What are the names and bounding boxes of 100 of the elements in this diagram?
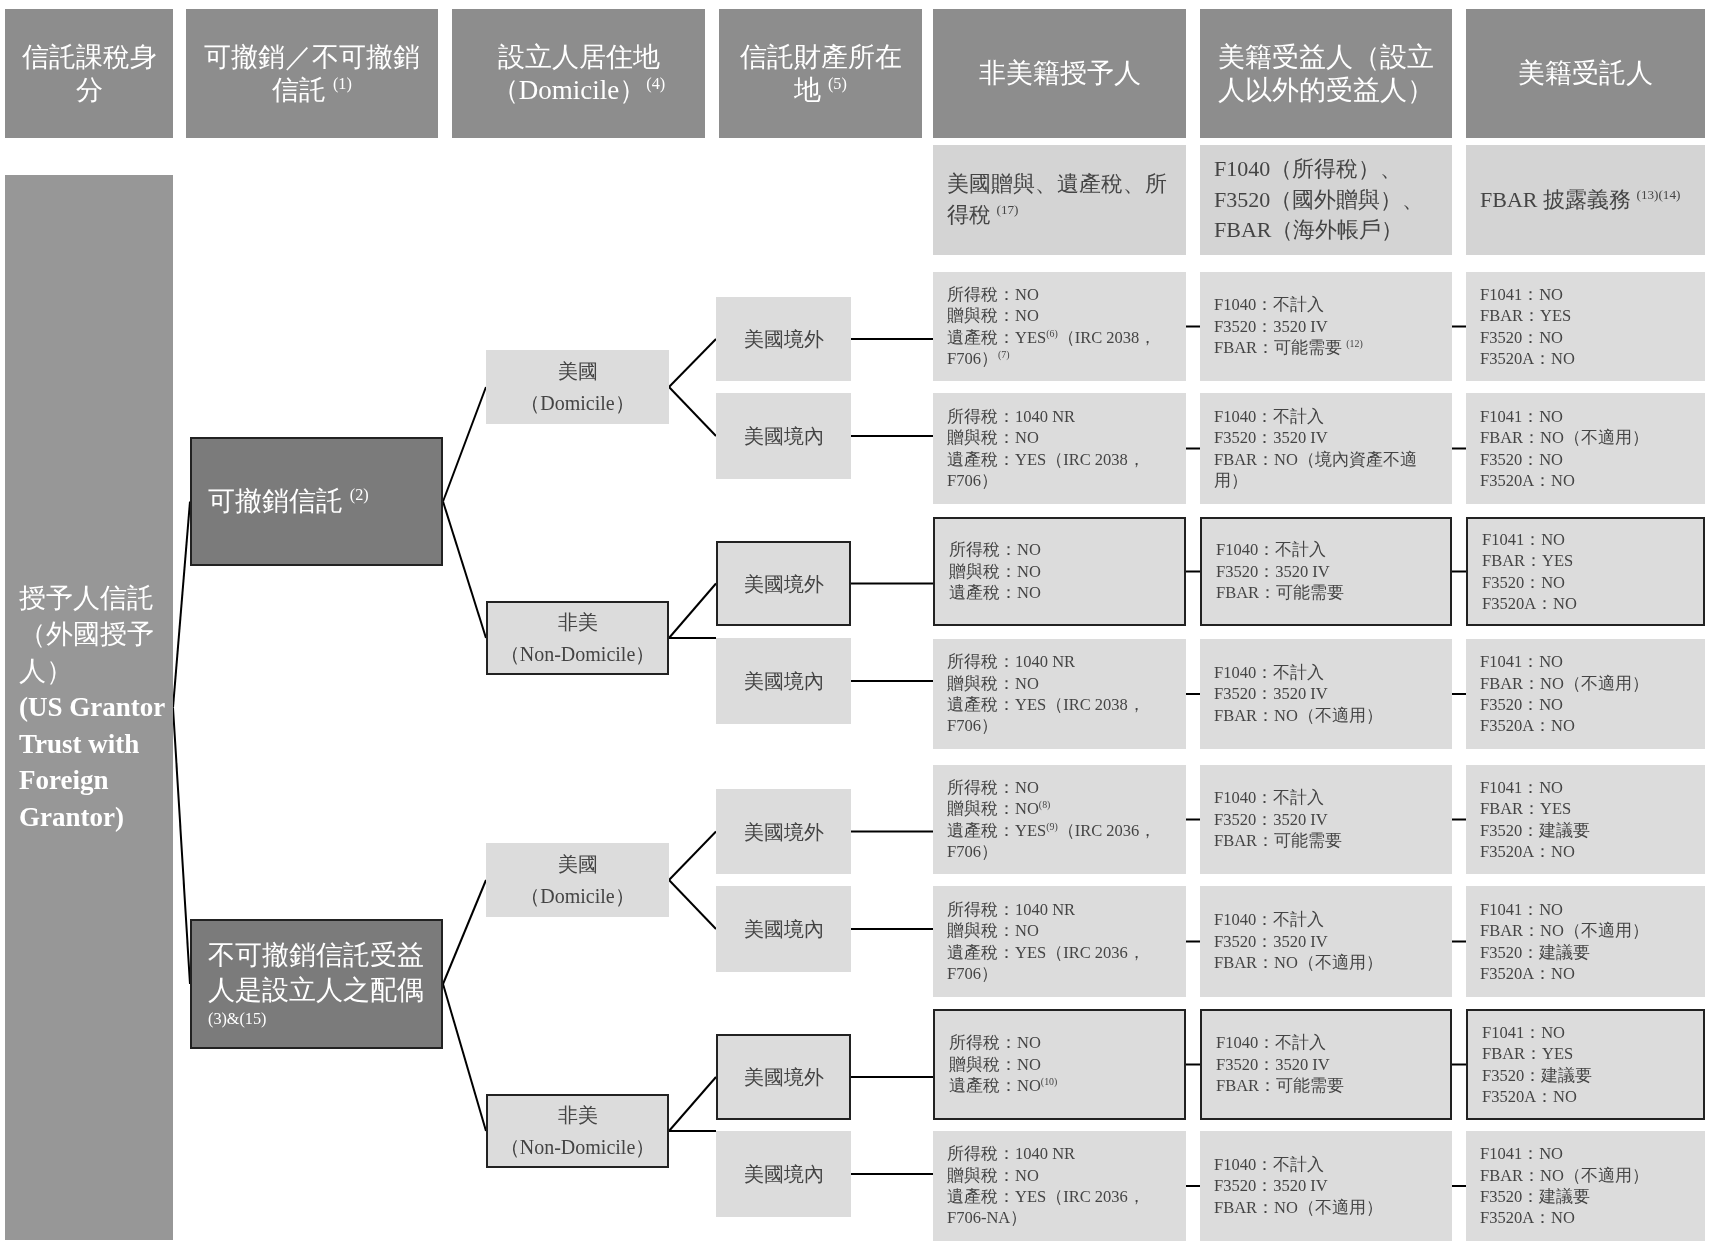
result-text: F3520A：NO xyxy=(1482,1085,1578,1108)
result-box xyxy=(933,393,1186,504)
result-text: 遺產稅：YES（IRC 2038，F706） xyxy=(947,448,1146,492)
branch-box xyxy=(716,1034,851,1120)
result-text: F3520：3520 IV xyxy=(1214,683,1329,705)
result-text: F3520：3520 IV xyxy=(1214,315,1329,338)
result-text: FBAR：NO（不適用） xyxy=(1480,427,1650,449)
connector-line xyxy=(1185,447,1201,450)
branch-box xyxy=(716,886,851,972)
connector-line xyxy=(850,928,934,930)
connector-line xyxy=(850,830,934,833)
result-text: F3520：建議要 xyxy=(1480,941,1592,963)
result-text: F3520：NO xyxy=(1480,326,1564,348)
branch-box xyxy=(716,1131,851,1217)
result-box xyxy=(1200,886,1452,997)
result-box xyxy=(933,1009,1186,1120)
result-text: F3520A：NO xyxy=(1480,347,1576,370)
result-box xyxy=(1466,765,1705,874)
result-text: FBAR：NO（不適用） xyxy=(1480,672,1650,694)
connector-line xyxy=(850,1076,934,1078)
connector-line xyxy=(1185,818,1201,821)
result-text: FBAR：NO（境內資產不適用） xyxy=(1214,448,1418,492)
result-box xyxy=(1200,765,1452,874)
result-text: F1040：不計入 xyxy=(1216,1032,1328,1054)
result-box xyxy=(933,886,1186,997)
branch-text: 美國境內 xyxy=(743,917,824,942)
branch-text: 美國 xyxy=(557,852,598,877)
header-cell xyxy=(186,9,438,138)
header-text: 非美籍授予人 xyxy=(978,57,1141,90)
result-text: 遺產稅：NO$^{(10)}$ xyxy=(949,1075,1059,1097)
result-box xyxy=(1466,393,1705,504)
connector-line xyxy=(668,1130,717,1132)
result-text: F1040：不計入 xyxy=(1214,294,1326,316)
result-text: F3520A：NO xyxy=(1480,1207,1576,1229)
subheader-text: FBAR 披露義務 $^{(13)(14)}$ xyxy=(1480,185,1682,214)
result-text: 遺產稅：YES（IRC 2036，F706） xyxy=(947,941,1146,985)
result-text: F3520：NO xyxy=(1480,448,1564,470)
branch-text: （Domicile） xyxy=(520,391,635,416)
result-box xyxy=(1200,517,1452,626)
connector-line xyxy=(1451,1185,1467,1187)
header-text: 可撤銷／不可撤銷信託 $^{(1)}$ xyxy=(203,41,421,106)
header-cell xyxy=(1200,9,1452,138)
connector-line xyxy=(442,879,487,985)
result-text: 所得稅：1040 NR xyxy=(947,651,1077,673)
connector-line xyxy=(1185,940,1201,943)
result-text: 贈與稅：NO xyxy=(947,1164,1040,1186)
branch-text: 美國境內 xyxy=(743,669,824,694)
result-box xyxy=(1200,272,1452,381)
result-text: F3520：NO xyxy=(1480,694,1564,716)
connector-line xyxy=(668,830,717,881)
result-text: F1041：NO xyxy=(1480,405,1564,428)
result-text: 贈與稅：NO$^{(8)}$ xyxy=(947,798,1052,820)
connector-line xyxy=(1185,1063,1201,1066)
result-text: FBAR：可能需要 $^{(12)}$ xyxy=(1214,337,1364,359)
result-text: F3520：3520 IV xyxy=(1214,1175,1329,1197)
connector-line xyxy=(668,637,717,639)
result-text: F3520A：NO xyxy=(1480,715,1576,737)
result-box xyxy=(933,1131,1186,1241)
result-box xyxy=(933,272,1186,381)
connector-line xyxy=(850,435,934,437)
result-box xyxy=(1200,1131,1452,1241)
connector-line xyxy=(1451,325,1467,328)
result-text: 贈與稅：NO xyxy=(947,427,1040,449)
result-text: 贈與稅：NO xyxy=(949,560,1042,583)
result-text: F3520：3520 IV xyxy=(1214,808,1329,831)
result-text: F1040：不計入 xyxy=(1214,405,1326,428)
header-cell xyxy=(5,9,173,138)
result-text: F3520A：NO xyxy=(1480,962,1576,985)
result-box xyxy=(1466,886,1705,997)
category-text: 授予人信託（外國授予人） xyxy=(19,581,155,688)
result-text: FBAR：NO（不適用） xyxy=(1214,1196,1384,1219)
result-text: F1041：NO xyxy=(1482,1021,1566,1044)
connector-line xyxy=(1185,570,1201,573)
result-box xyxy=(1200,639,1452,749)
result-text: FBAR：YES xyxy=(1482,550,1575,572)
subheader-text: F3520（國外贈與）、 xyxy=(1214,185,1426,214)
result-text: F1040：不計入 xyxy=(1216,539,1328,561)
branch-text: （Non-Domicile） xyxy=(499,642,656,667)
subheader-text: FBAR（海外帳戶） xyxy=(1214,216,1405,245)
connector-line xyxy=(668,338,717,388)
result-text: FBAR：可能需要 xyxy=(1216,582,1346,604)
result-text: F3520：3520 IV xyxy=(1214,930,1329,953)
result-text: 遺產稅：YES$^{(9)}$（IRC 2036，F706） xyxy=(947,819,1158,863)
result-text: 所得稅：NO xyxy=(947,776,1040,799)
connector-line xyxy=(1451,940,1467,943)
result-box xyxy=(1466,272,1705,381)
root-category-box xyxy=(5,175,173,1240)
branch-text: 美國境內 xyxy=(743,1162,824,1187)
result-box xyxy=(933,639,1186,749)
result-box xyxy=(933,765,1186,874)
branch-text: 美國境外 xyxy=(743,1065,824,1090)
result-text: F1041：NO xyxy=(1480,776,1564,799)
branch-text: 美國境外 xyxy=(743,819,824,845)
connector-line xyxy=(850,582,934,585)
branch-box xyxy=(716,789,851,874)
subheader-cell xyxy=(933,145,1186,255)
result-text: FBAR：可能需要 xyxy=(1214,830,1344,852)
result-text: 所得稅：NO xyxy=(947,283,1040,306)
connector-line xyxy=(1185,693,1201,695)
result-text: FBAR：YES xyxy=(1480,305,1573,327)
